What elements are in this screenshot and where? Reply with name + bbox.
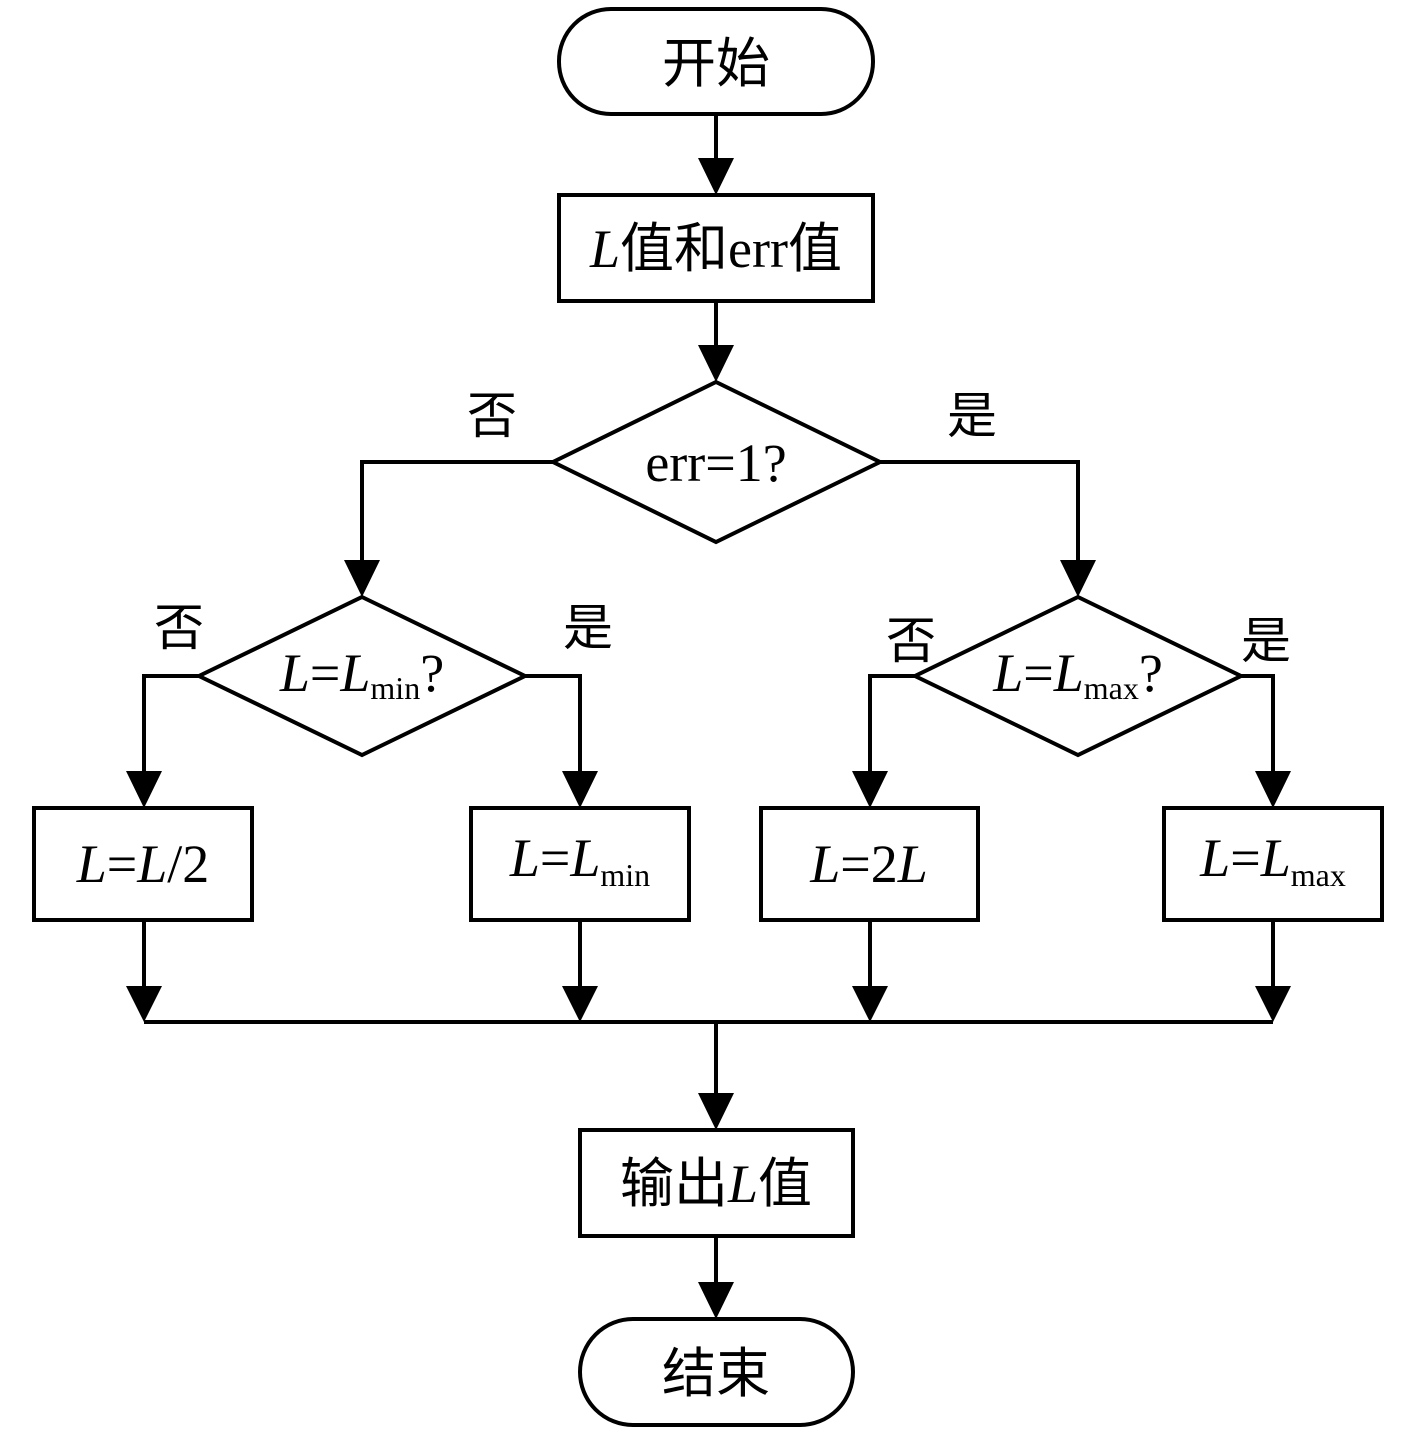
set-max-eq: = [1230, 828, 1260, 888]
arrowhead-max-decision [1060, 560, 1096, 597]
halve-label: L=L/2 [76, 834, 210, 894]
arrowhead-double-merge [852, 986, 888, 1022]
double-label: L=2L [809, 834, 928, 894]
decision-err-label: err=1? [645, 433, 786, 493]
decision-max-label: L=Lmax? [992, 643, 1163, 706]
decision-max-var2: L [1053, 643, 1084, 703]
decision-min-eq: = [310, 643, 340, 703]
arrowhead-halve [126, 771, 162, 808]
halve-var2: L [136, 834, 167, 894]
double-var2: L [897, 834, 928, 894]
set-max-var2: L [1260, 828, 1291, 888]
set-max-var: L [1199, 828, 1230, 888]
output-node: 输出L值 [578, 1128, 855, 1238]
input-var: L [589, 219, 620, 279]
decision-min-sub: min [370, 670, 420, 706]
output-suffix: 值 [758, 1154, 812, 1214]
branch-label-err-no: 否 [467, 388, 517, 444]
arrowhead-output [698, 1093, 734, 1130]
input-label: L值和err值 [589, 219, 842, 279]
halve-eq: = [107, 834, 137, 894]
decision-max-sub: max [1084, 670, 1139, 706]
edge-max-yes [1241, 674, 1275, 773]
arrowhead-end [698, 1282, 734, 1319]
branch-label-err-yes: 是 [947, 388, 997, 444]
decision-min-label: L=Lmin? [279, 643, 444, 706]
branch-label-min-no: 否 [154, 600, 204, 656]
end-node: 结束 [578, 1317, 855, 1427]
decision-min-q: ? [420, 643, 444, 703]
output-box [578, 1128, 855, 1238]
output-prefix: 输出 [620, 1154, 728, 1214]
decision-max-node: L=Lmax? [910, 594, 1246, 758]
decision-min-var2: L [339, 643, 370, 703]
branch-label-max-yes: 是 [1241, 613, 1291, 669]
decision-max-eq: = [1023, 643, 1053, 703]
branch-labels: 否 是 否 是 否 是 [154, 388, 1291, 669]
output-label: 输出L值 [620, 1154, 812, 1214]
decision-min-var: L [279, 643, 310, 703]
set-min-var: L [509, 828, 540, 888]
halve-rest: /2 [167, 834, 209, 894]
halve-var: L [76, 834, 107, 894]
output-var: L [727, 1154, 758, 1214]
set-max-sub: max [1291, 857, 1346, 893]
arrowhead-set-min-merge [562, 986, 598, 1022]
set-max-label: L=Lmax [1199, 828, 1346, 893]
branch-label-min-yes: 是 [563, 600, 613, 656]
end-terminator [578, 1317, 855, 1427]
double-node: L=2L [759, 806, 980, 922]
decision-min-diamond [194, 594, 530, 758]
decision-max-diamond [910, 594, 1246, 758]
decision-err-node: err=1? [548, 379, 885, 545]
halve-node: L=L/2 [32, 806, 254, 922]
set-max-node: L=Lmax [1162, 806, 1384, 922]
decision-max-q: ? [1139, 643, 1163, 703]
arrowhead-halve-merge [126, 986, 162, 1022]
set-max-box [1162, 806, 1384, 922]
start-node: 开始 [557, 7, 875, 116]
arrowhead-set-min [562, 771, 598, 808]
double-eq: = [840, 834, 870, 894]
start-terminator [557, 7, 875, 116]
input-text: 值和err值 [620, 219, 842, 279]
set-min-var2: L [569, 828, 600, 888]
set-min-sub: min [600, 857, 650, 893]
set-min-eq: = [540, 828, 570, 888]
arrowhead-err [698, 345, 734, 382]
input-box [557, 193, 875, 303]
end-label: 结束 [662, 1344, 770, 1404]
halve-box [32, 806, 254, 922]
set-min-box [469, 806, 691, 922]
double-num: 2 [871, 834, 898, 894]
decision-min-node: L=Lmin? [194, 594, 530, 758]
arrowhead-set-max-merge [1255, 986, 1291, 1022]
double-var: L [809, 834, 840, 894]
edge-err-no [360, 460, 553, 562]
decision-max-var: L [992, 643, 1023, 703]
arrowhead-set-max [1255, 771, 1291, 808]
edge-max-no [868, 674, 915, 773]
connectors [126, 115, 1291, 1319]
branch-label-max-no: 否 [886, 613, 936, 669]
arrowhead-double [852, 771, 888, 808]
arrowhead-input [698, 158, 734, 195]
arrowhead-min-decision [344, 560, 380, 597]
edge-min-yes [525, 674, 582, 773]
edge-err-yes [880, 460, 1080, 562]
input-node: L值和err值 [557, 193, 875, 303]
decision-err-diamond [548, 379, 885, 545]
edge-min-no [142, 674, 199, 773]
start-label: 开始 [662, 34, 770, 94]
set-min-node: L=Lmin [469, 806, 691, 922]
set-min-label: L=Lmin [509, 828, 650, 893]
double-box [759, 806, 980, 922]
